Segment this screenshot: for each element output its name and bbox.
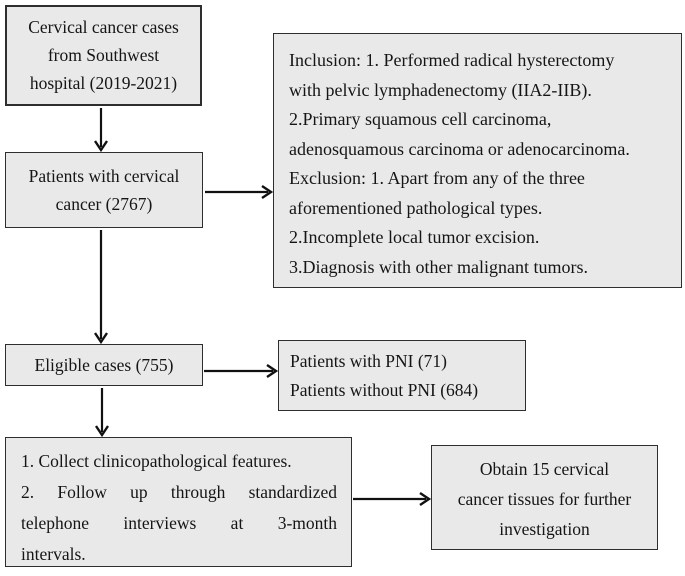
box-source-line: hospital (2019-2021) xyxy=(29,73,178,93)
box-pni-split: Patients with PNI (71) Patients without … xyxy=(278,340,526,411)
box-source-line: from Southwest xyxy=(47,45,160,65)
followup-line: 1. Collect clinicopathological features. xyxy=(21,451,292,471)
box-inclusion-exclusion-criteria: Inclusion: 1. Performed radical hysterec… xyxy=(273,33,682,288)
arrow-eligible-to-followup xyxy=(95,388,109,438)
box-tissue-collection: Obtain 15 cervical cancer tissues for fu… xyxy=(431,445,658,550)
box-source-line: Cervical cancer cases xyxy=(28,17,179,37)
tissues-line: Obtain 15 cervical xyxy=(479,459,610,479)
patients-line: Patients with cervical xyxy=(28,166,180,186)
criteria-line: with pelvic lymphadenectomy (IIA2-IIB). xyxy=(289,79,592,100)
arrow-eligible-to-pni xyxy=(204,364,279,378)
pni-line: Patients with PNI (71) xyxy=(290,351,448,371)
criteria-line: 2.Incomplete local tumor excision. xyxy=(289,227,540,247)
arrow-followup-to-tissues xyxy=(353,492,432,506)
tissues-line: cancer tissues for further xyxy=(457,489,632,509)
followup-line: telephone interviews at 3-month xyxy=(21,513,337,533)
eligible-line: Eligible cases (755) xyxy=(34,354,174,375)
arrow-patients-to-criteria xyxy=(205,185,274,199)
criteria-line: adenosquamous carcinoma or adenocarcinom… xyxy=(289,138,630,159)
box-eligible-cases: Eligible cases (755) xyxy=(5,344,203,386)
tissues-line: investigation xyxy=(499,519,590,539)
arrow-source-to-patients xyxy=(94,108,108,153)
patients-line: cancer (2767) xyxy=(55,194,153,214)
box-patients-cervical-cancer: Patients with cervical cancer (2767) xyxy=(5,152,203,228)
criteria-line: Inclusion: 1. Performed radical hysterec… xyxy=(289,50,615,70)
followup-line: 2. Follow up through standardized xyxy=(21,482,337,502)
criteria-line: 2.Primary squamous cell carcinoma, xyxy=(289,109,552,129)
box-followup-methods: 1. Collect clinicopathological features.… xyxy=(5,437,352,567)
pni-line: Patients without PNI (684) xyxy=(290,380,479,400)
criteria-line: 3.Diagnosis with other malignant tumors. xyxy=(289,256,588,277)
criteria-line: aforementioned pathological types. xyxy=(289,197,543,218)
followup-line: intervals. xyxy=(21,544,86,564)
criteria-line: Exclusion: 1. Apart from any of the thre… xyxy=(289,168,585,188)
box-source-hospital: Cervical cancer cases from Southwest hos… xyxy=(5,5,202,106)
arrow-patients-to-eligible xyxy=(94,230,108,345)
